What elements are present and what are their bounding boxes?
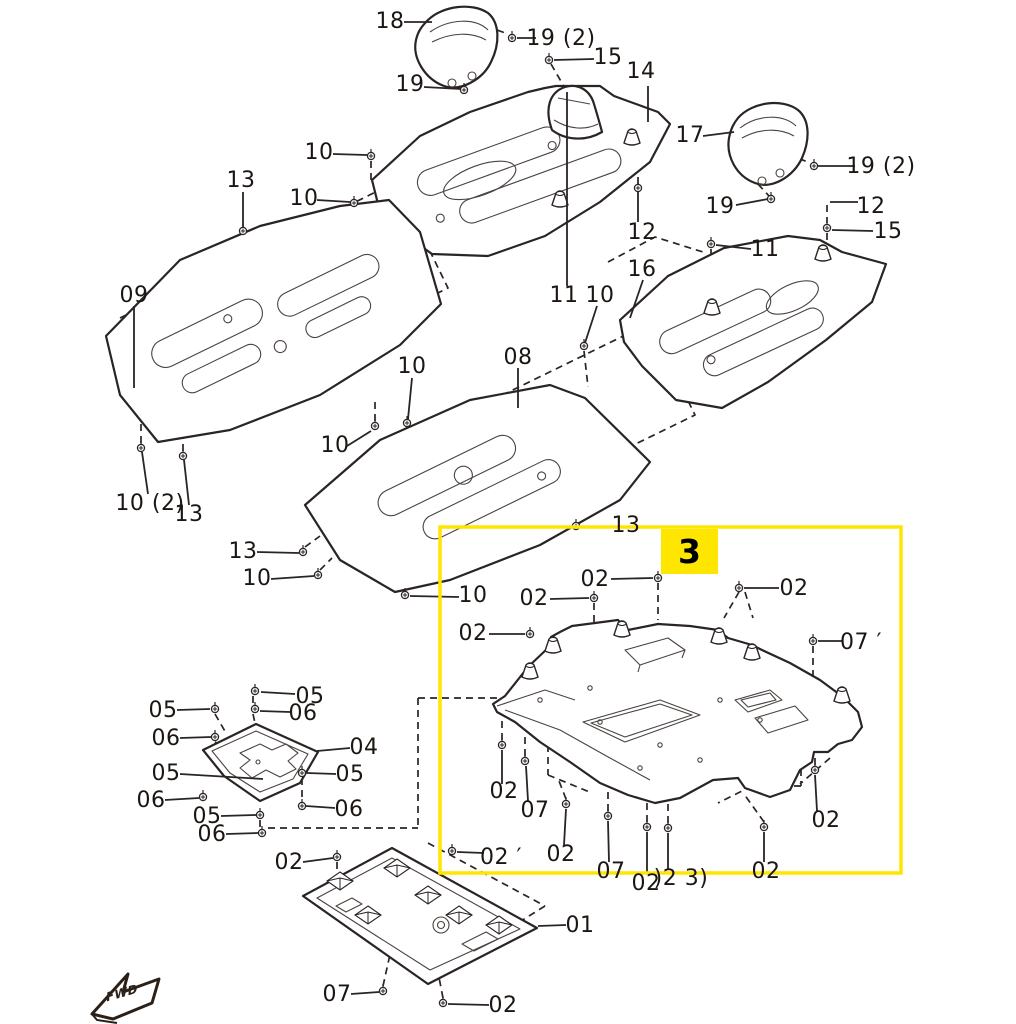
part-16-undercover [618,234,888,410]
callout-10: 10 [289,186,319,211]
callout-06: 06 [136,788,166,813]
highlight-region-box [438,525,903,875]
callout-11: 11 [750,237,780,262]
callout-02: 02 [274,850,304,875]
callout-10: 10 [585,283,615,308]
part-17-cover [727,102,809,186]
callout-13: 13 [228,539,258,564]
callout-13: 13 [226,168,256,193]
callout-10: 10 [397,354,427,379]
callout-17: 17 [675,123,705,148]
callout-05: 05 [335,762,365,787]
callout-19: 19 [705,194,735,219]
callout-10: 10 [304,140,334,165]
callout-07: 07 [322,982,352,1007]
part-14-undercover [370,84,672,258]
callout-02: 02 ′ [480,845,522,870]
callout-06: 06 [288,701,318,726]
fwd-arrow-icon [90,972,161,1024]
part-09-undercover [104,198,443,444]
callout-02: 02 [811,808,841,833]
callout-05: 05 [151,761,181,786]
callout-102: 10 (2) [115,491,185,516]
callout-02: 02 [489,779,519,804]
callout-02: 02 [631,871,661,896]
callout-04: 04 [349,735,379,760]
callout-01: 01 [565,913,595,938]
leader-lines [133,21,874,1006]
callout-192: 19 (2) [846,154,916,179]
callout-11: 11 [549,283,579,308]
part-03-engine-undercover [491,618,864,805]
part-18-cover [414,5,499,89]
callout-07: 07 [596,859,626,884]
callout-02: 02 [580,567,610,592]
callout-12: 12 [856,194,886,219]
callout-02: 02 [458,621,488,646]
callout-05: 05 [148,698,178,723]
callout-02: 02 [519,586,549,611]
callout-18: 18 [375,9,405,34]
callout-13: 13 [611,513,641,538]
highlighted-part-badge: 3 [661,529,718,574]
callout-02: 02 [779,576,809,601]
callout-05: 05 [192,804,222,829]
callout-02: 02 [488,993,518,1018]
callout-07: 07 ′ [840,630,882,655]
callout-23: )2 3) [653,866,709,891]
callout-192: 19 (2) [526,26,596,51]
callout-02: 02 [751,859,781,884]
callout-16: 16 [627,257,657,282]
callout-09: 09 [119,283,149,308]
callout-06: 06 [197,822,227,847]
callout-10: 10 [458,583,488,608]
callout-14: 14 [626,59,656,84]
part-08-undercover [303,383,652,594]
callout-13: 13 [174,502,204,527]
callout-06: 06 [334,797,364,822]
callout-05: 05 [295,684,325,709]
callout-15: 15 [873,219,903,244]
callout-12: 12 [627,220,657,245]
part-01-front-undercover [301,846,539,986]
callout-08: 08 [503,345,533,370]
callout-06: 06 [151,726,181,751]
callout-02: 02 [546,842,576,867]
callout-10: 10 [242,566,272,591]
callout-10: 10 [320,433,350,458]
callout-19: 19 [395,72,425,97]
callout-15: 15 [593,45,623,70]
callout-07: 07 [520,798,550,823]
